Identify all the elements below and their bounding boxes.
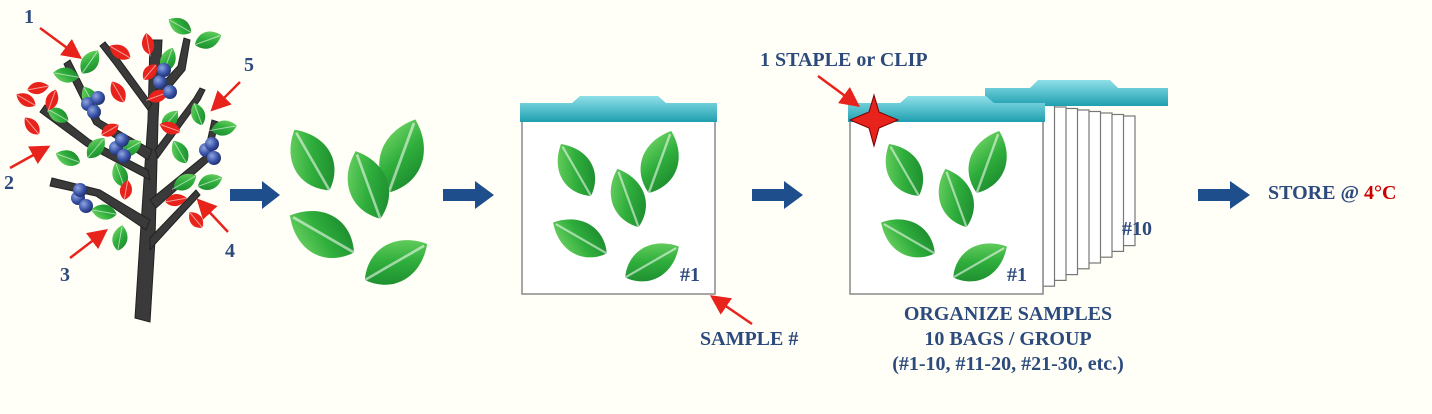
bag-leaf (640, 130, 679, 199)
staple-star-icon (848, 93, 900, 148)
branch-number-3: 3 (60, 264, 70, 286)
front-bag-leaves (881, 130, 1007, 282)
tree-red-leaf (142, 64, 157, 82)
blueberry (73, 183, 87, 197)
bag-leaf (553, 219, 612, 258)
bag-leaf (948, 243, 1007, 282)
blueberry (87, 105, 101, 119)
blueberry (157, 63, 171, 77)
tree-green-leaf (171, 140, 189, 166)
tree-red-leaf (119, 180, 132, 202)
blueberry (79, 199, 93, 213)
tree-green-leaf (168, 17, 194, 35)
branch-number-2: 2 (4, 172, 14, 194)
back-bag-seal-strip (985, 80, 1168, 106)
tree-green-leaf (191, 102, 206, 128)
flow-arrows (230, 181, 1250, 209)
group-first-bag-number: #1 (1007, 264, 1027, 286)
tree-green-leaf (112, 225, 128, 253)
blueberry (115, 133, 129, 147)
tree-red-leaf (163, 194, 187, 207)
tree-green-leaf (86, 138, 105, 160)
group-last-bag-number: #10 (1122, 218, 1152, 240)
blueberry (205, 137, 219, 151)
bag-leaf (557, 144, 596, 201)
front-bag-body (849, 117, 1044, 295)
blueberry (153, 75, 167, 89)
tree-red-leaf (25, 82, 49, 95)
pointer-arrow-4 (196, 198, 229, 233)
flow-arrow-3 (752, 181, 803, 209)
tree-red-leaf (45, 89, 59, 113)
flow-arrow-2 (443, 181, 494, 209)
pointer-arrow-2 (9, 145, 51, 170)
bag-leaf (881, 219, 940, 258)
tree-red-leaf (16, 93, 38, 107)
loose-leaf (290, 129, 335, 196)
flow-arrow-4 (1198, 181, 1250, 209)
tree-green-leaf (53, 67, 81, 83)
bag-group (848, 80, 1168, 295)
tree-green-leaf (192, 31, 222, 49)
loose-leaf (347, 151, 390, 225)
pointer-arrow-1 (39, 26, 83, 59)
tree-green-leaf (195, 174, 223, 190)
blueberry (163, 85, 177, 99)
blueberries (71, 63, 221, 213)
collected-leaves (289, 119, 428, 285)
organize-line-3: (#1-10, #11-20, #21-30, etc.) (892, 353, 1124, 375)
sample-number-label: SAMPLE # (700, 328, 799, 350)
tree-red-leaf (189, 212, 204, 230)
tree-green-leaf (47, 107, 71, 123)
blueberry (207, 151, 221, 165)
blueberry (117, 149, 131, 163)
bag-leaves (553, 130, 679, 282)
bag-seal-strip (520, 96, 717, 122)
red-leaves (16, 33, 204, 230)
flow-arrow-1 (230, 181, 280, 209)
blueberry (91, 91, 105, 105)
staple-pointer-arrow (817, 74, 861, 107)
bag-leaf (620, 243, 679, 282)
bag-leaf (968, 130, 1007, 199)
organize-line-2: 10 BAGS / GROUP (924, 328, 1092, 350)
loose-leaf (379, 119, 424, 199)
sample-bag (520, 96, 717, 295)
branch-number-5: 5 (244, 54, 254, 76)
tree-red-leaf (159, 121, 183, 135)
branch-number-1: 1 (24, 6, 34, 28)
pointer-arrow-5 (210, 81, 241, 112)
store-instruction: STORE @ 4°C (1268, 182, 1397, 205)
bag-number-label: #1 (680, 264, 700, 286)
bag-leaf (885, 144, 924, 201)
tree-red-leaf (99, 123, 119, 137)
tree-green-leaf (80, 50, 100, 76)
store-temperature: 4°C (1364, 182, 1397, 204)
organize-instructions: ORGANIZE SAMPLES 10 BAGS / GROUP (#1-10,… (848, 302, 1168, 377)
sample-number-pointer-arrow (709, 295, 753, 326)
branch-number-4: 4 (225, 240, 235, 262)
tree-red-leaf (142, 33, 155, 57)
bag-leaf (938, 168, 974, 232)
store-prefix: STORE @ (1268, 182, 1365, 204)
staple-label: 1 STAPLE or CLIP (760, 49, 928, 71)
tree-red-leaf (24, 117, 41, 137)
loose-leaf (289, 211, 360, 258)
tree-green-leaf (55, 150, 83, 166)
tree-green-leaf (91, 204, 119, 220)
branch-pointer-arrows (9, 26, 241, 259)
loose-leaf (359, 240, 428, 285)
bag-leaf (610, 168, 646, 232)
pointer-arrow-3 (69, 228, 108, 259)
front-bag-seal-strip (848, 96, 1045, 122)
blueberry-bush-illustration (16, 17, 237, 323)
tree-red-leaf (109, 44, 133, 60)
tree-green-leaf (171, 173, 197, 191)
organize-line-1: ORGANIZE SAMPLES (903, 303, 1113, 325)
tree-red-leaf (110, 81, 126, 105)
tree-green-leaf (209, 120, 237, 136)
